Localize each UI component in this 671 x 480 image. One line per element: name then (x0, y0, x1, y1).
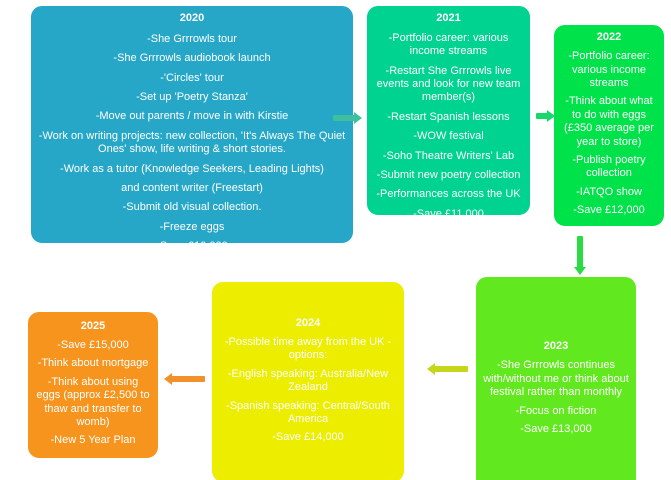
list-item: -Work on writing projects: new collectio… (38, 129, 346, 156)
list-item: -English speaking: Australia/New Zealand (227, 367, 389, 394)
year-card-2021-title: 2021 (436, 12, 461, 24)
list-item: -Restart Spanish lessons (387, 110, 510, 123)
list-item: -Think about what to do with eggs (£350 … (564, 95, 654, 148)
arrow-right-icon-2020-to-2021 (333, 112, 362, 124)
list-item: -Work as a tutor (Knowledge Seekers, Lea… (60, 162, 324, 175)
year-card-2023-items: -She Grrrowls continues with/without me … (483, 357, 629, 439)
year-card-2024[interactable]: 2024 -Possible time away from the UK - o… (209, 279, 407, 480)
year-card-2023[interactable]: 2023 -She Grrrowls continues with/withou… (473, 274, 639, 480)
year-card-2020[interactable]: 2020 -She Grrrowls tour -She Grrrowls au… (28, 3, 356, 246)
list-item: -She Grrrowls audiobook launch (113, 52, 271, 65)
list-item: -WOW festival (413, 130, 484, 143)
list-item: -'Circles' tour (160, 71, 224, 84)
arrow-left-icon-2023-to-2024 (427, 363, 468, 375)
list-item: -Save £12,000 (573, 204, 645, 217)
list-item: -Save £11,000 (413, 207, 484, 218)
year-card-2025[interactable]: 2025 -Save £15,000 -Think about mortgage… (25, 309, 161, 461)
list-item: -Restart She Grrrowls live events and lo… (376, 64, 521, 104)
year-card-2023-title: 2023 (543, 340, 569, 353)
arrow-head-icon (427, 363, 435, 375)
list-item: -Move out parents / move in with Kirstie (95, 110, 289, 123)
year-card-2021-items: -Portfolio career: various income stream… (374, 29, 523, 218)
list-item: -Spanish speaking: Central/South America (226, 399, 390, 425)
year-card-2022-items: -Portfolio career: various income stream… (561, 48, 657, 220)
list-item: -Submit new poetry collection (376, 169, 521, 181)
list-item: -She Grrrowls tour (147, 32, 237, 45)
list-item: -She Grrrowls continues with/without me … (483, 359, 629, 399)
list-item: -Focus on fiction (515, 404, 597, 417)
year-card-2020-items: -She Grrrowls tour -She Grrrowls audiobo… (38, 30, 346, 243)
list-item: -Performances across the UK (376, 188, 521, 201)
year-card-2020-title: 2020 (179, 12, 205, 24)
list-item: -IATQO show (576, 185, 642, 198)
arrow-right-icon-2021-to-2022 (536, 110, 555, 122)
arrow-head-icon (547, 110, 555, 122)
year-card-2021[interactable]: 2021 -Portfolio career: various income s… (364, 3, 533, 218)
list-item: -Possible time away from the UK - option… (224, 335, 392, 362)
arrow-head-icon (164, 373, 172, 385)
list-item: -Submit old visual collection. (122, 201, 262, 214)
arrow-down-icon-2022-to-2023 (574, 236, 586, 275)
year-card-2022-title: 2022 (596, 30, 622, 43)
year-card-2022[interactable]: 2022 -Portfolio career: various income s… (551, 22, 667, 229)
list-item: -Portfolio career: various income stream… (568, 50, 650, 89)
year-card-2024-items: -Possible time away from the UK - option… (219, 333, 397, 447)
list-item: -Freeze eggs (159, 220, 225, 233)
year-card-2024-title: 2024 (295, 316, 321, 329)
list-item: and content writer (Freestart) (121, 182, 263, 194)
list-item: -Think about using eggs (approx £2,500 t… (36, 375, 150, 428)
list-item: -Publish poetry collection (572, 153, 646, 180)
list-item: -New 5 Year Plan (50, 434, 136, 447)
list-item: -Save £15,000 (57, 338, 129, 351)
list-item: -Portfolio career: various income stream… (388, 31, 509, 58)
arrow-head-icon (574, 267, 586, 275)
list-item: -Set up 'Poetry Stanza' (136, 90, 248, 103)
arrow-left-icon-2024-to-2025 (164, 373, 205, 385)
list-item: -Think about mortgage (37, 357, 149, 370)
year-card-2025-title: 2025 (80, 319, 106, 332)
list-item: -Soho Theatre Writers' Lab (382, 149, 515, 162)
list-item: -Save £13,000 (520, 422, 592, 435)
arrow-head-icon (354, 112, 362, 124)
year-card-2025-items: -Save £15,000 -Think about mortgage -Thi… (35, 336, 151, 450)
list-item: -Save £14,000 (272, 431, 344, 444)
list-item: -Save £10,000 (38, 240, 346, 243)
